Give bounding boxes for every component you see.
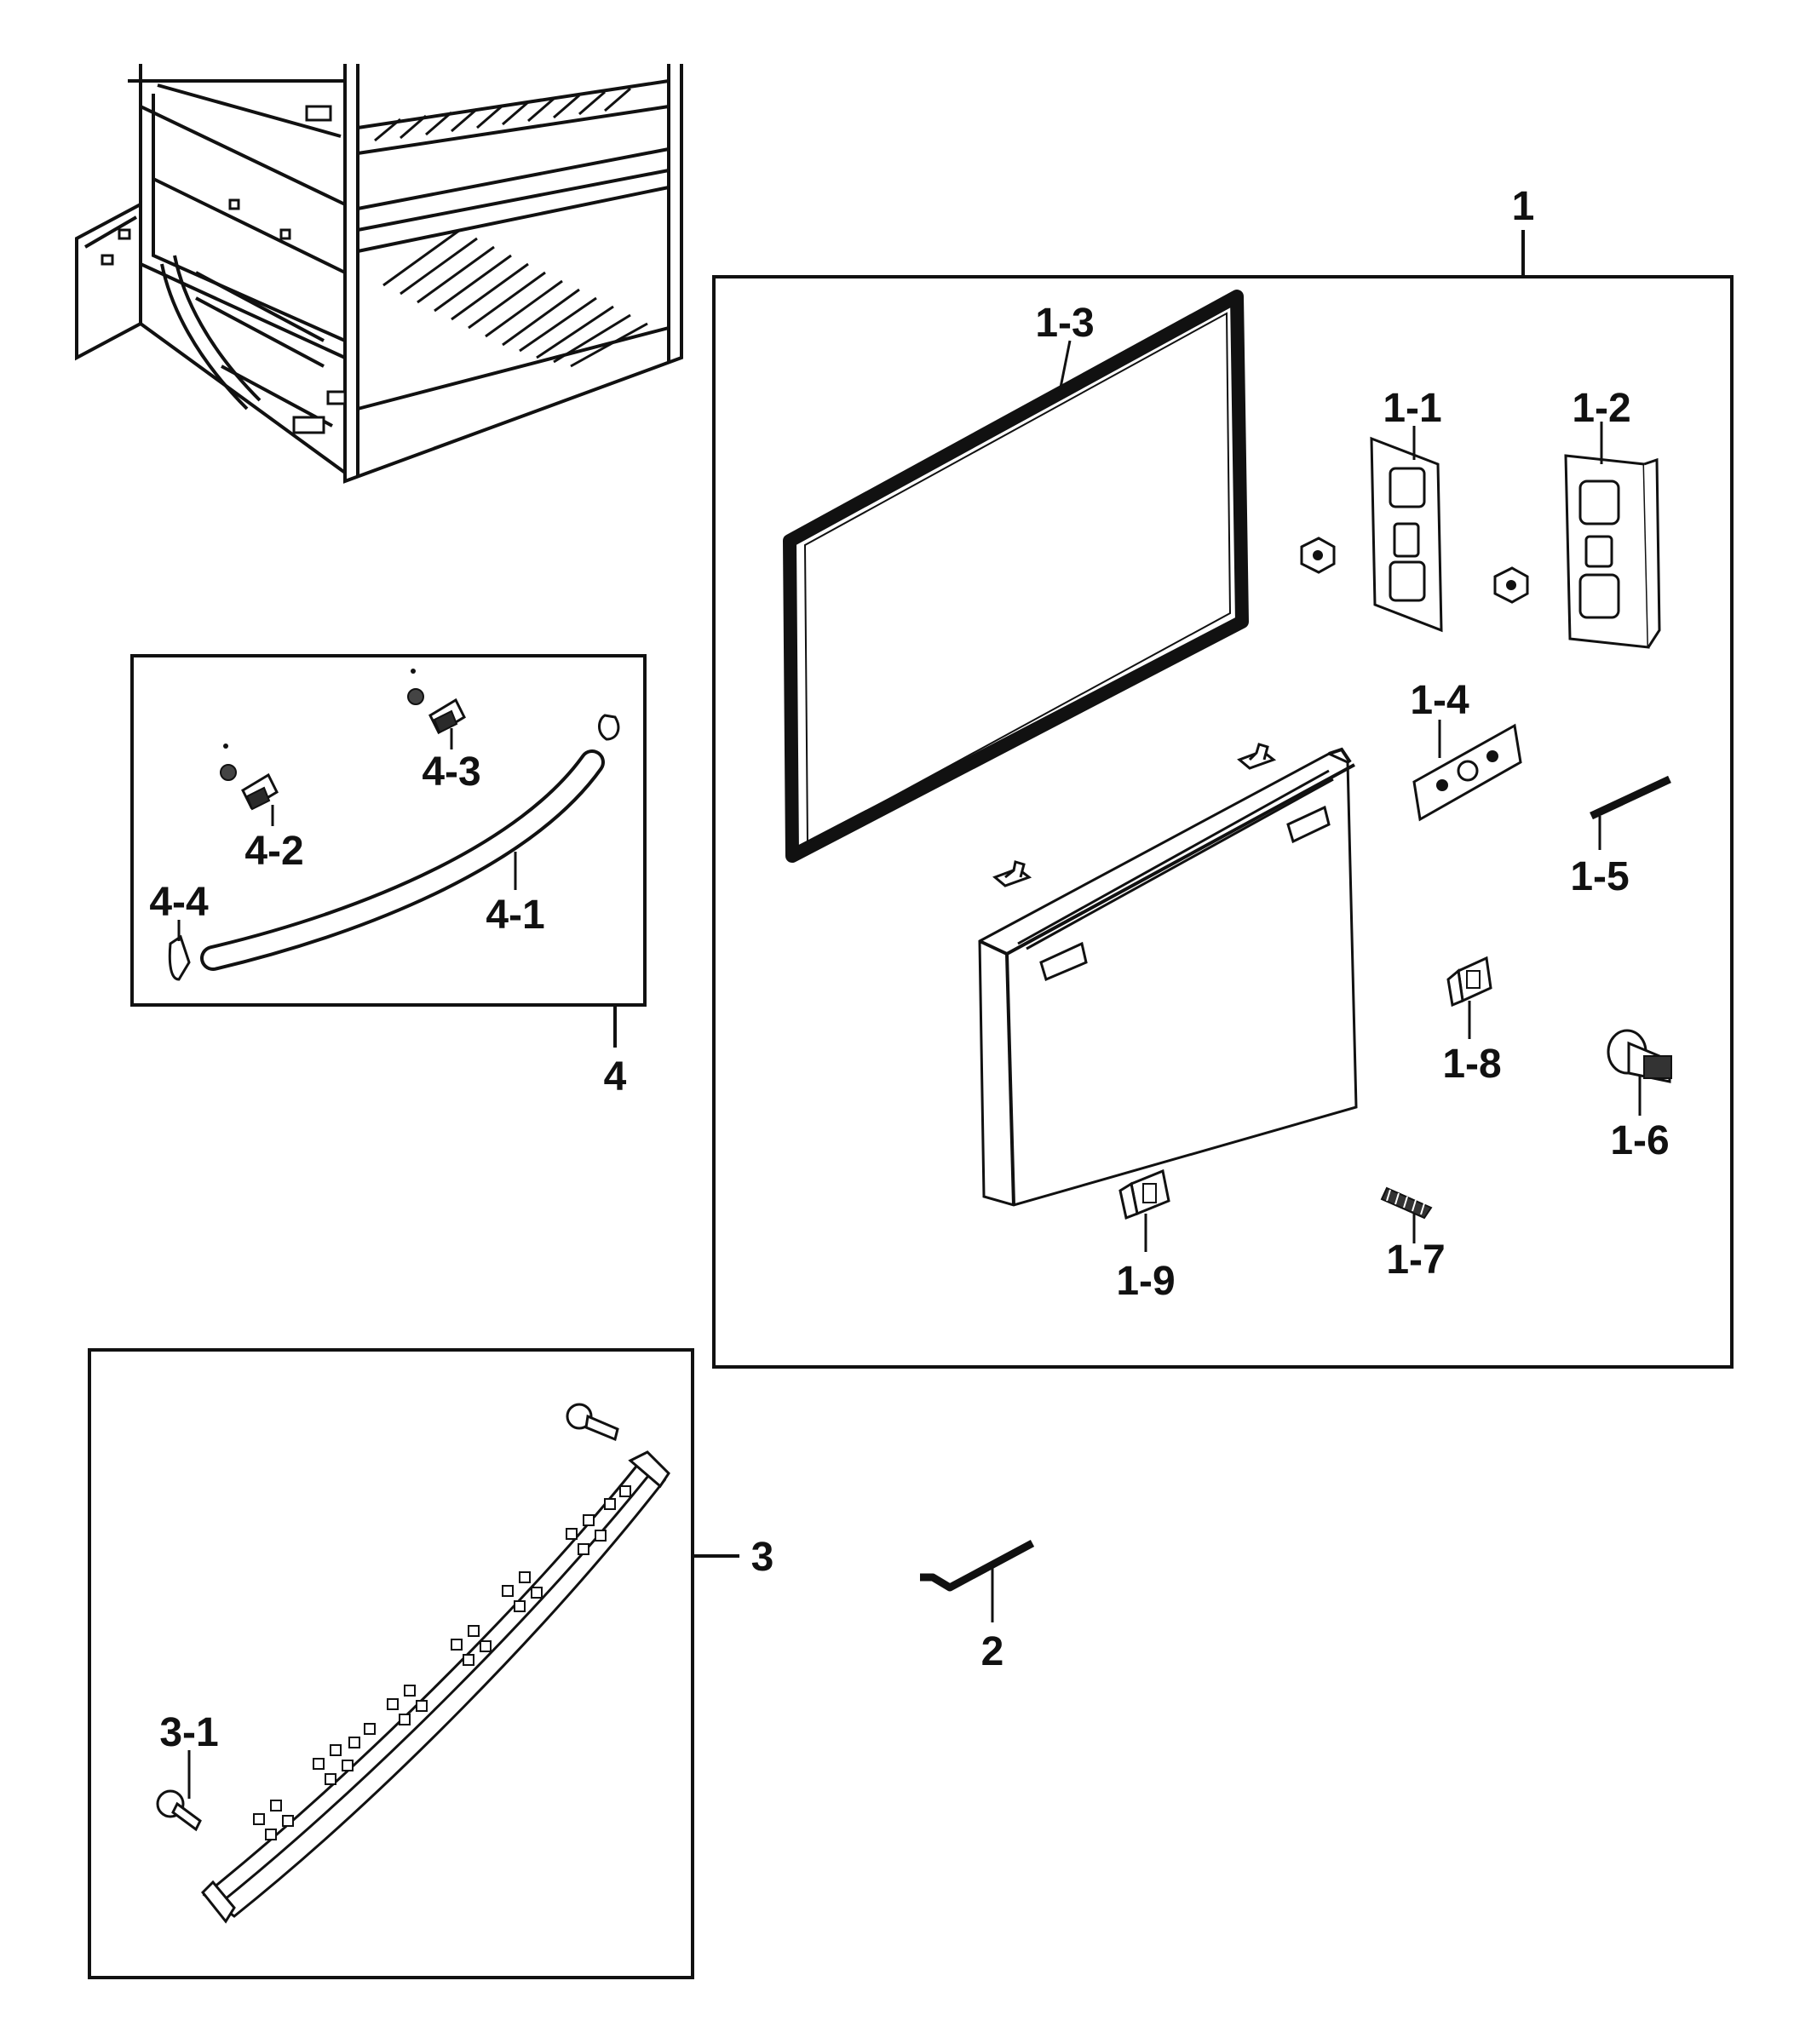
part-1-9-label: 1-9 [1116,1259,1175,1304]
part-1-4-bracket [1412,720,1522,822]
part-4-3-clip [407,669,466,749]
part-1-8-label: 1-8 [1442,1042,1501,1087]
part-1-8-clip [1446,956,1492,1039]
assembly-3-group: 3 [88,1348,774,1979]
part-1-5-pin [1590,775,1671,850]
part-1-3-gasket [783,290,1249,863]
part-1-6-label: 1-6 [1610,1118,1669,1163]
part-1-3-label: 1-3 [1035,301,1094,346]
part-4-3-label: 4-3 [422,749,480,795]
assembly-4-group: 4 4-1 4-2 4-3 [130,654,647,1100]
part-1-1-label: 1-1 [1383,386,1441,431]
part-1-4-label: 1-4 [1410,678,1469,723]
assembly-1-frame [712,275,1734,1369]
part-4-2-clip [220,744,279,826]
part-4-1-label: 4-1 [486,893,544,938]
part-1-6-screw [1607,1029,1672,1116]
assembly-2-label: 2 [981,1629,1004,1674]
assembly-1-label: 1 [1512,184,1535,229]
assembly-4-label: 4 [604,1054,627,1100]
assembly-3-frame [88,1348,694,1979]
assembly-4-frame [130,654,647,1007]
part-3-handle-cover [200,1403,670,1924]
part-1-2-label: 1-2 [1572,386,1630,431]
part-3-1-label: 3-1 [159,1710,218,1755]
freezer-door-panel [978,743,1358,1207]
part-1-5-label: 1-5 [1570,854,1629,899]
part-1-7-label: 1-7 [1386,1237,1445,1283]
part-1-7-spring [1380,1186,1433,1243]
part-1-2-hinge-plate [1493,422,1661,649]
part-4-1-rail [200,714,620,971]
part-1-1-hinge-plate [1300,426,1443,633]
part-4-4-end-cap [168,920,191,981]
assembly-1-group: 1 1-3 1-1 [712,184,1734,1369]
part-3-1-screw [156,1750,202,1832]
part-4-4-label: 4-4 [149,880,209,925]
refrigerator-cabinet-drawing [75,64,683,484]
part-1-9-clip [1118,1168,1170,1252]
assembly-2-group: 2 [920,1540,1035,1674]
assembly-3-label: 3 [751,1535,774,1580]
part-4-2-label: 4-2 [244,829,303,874]
